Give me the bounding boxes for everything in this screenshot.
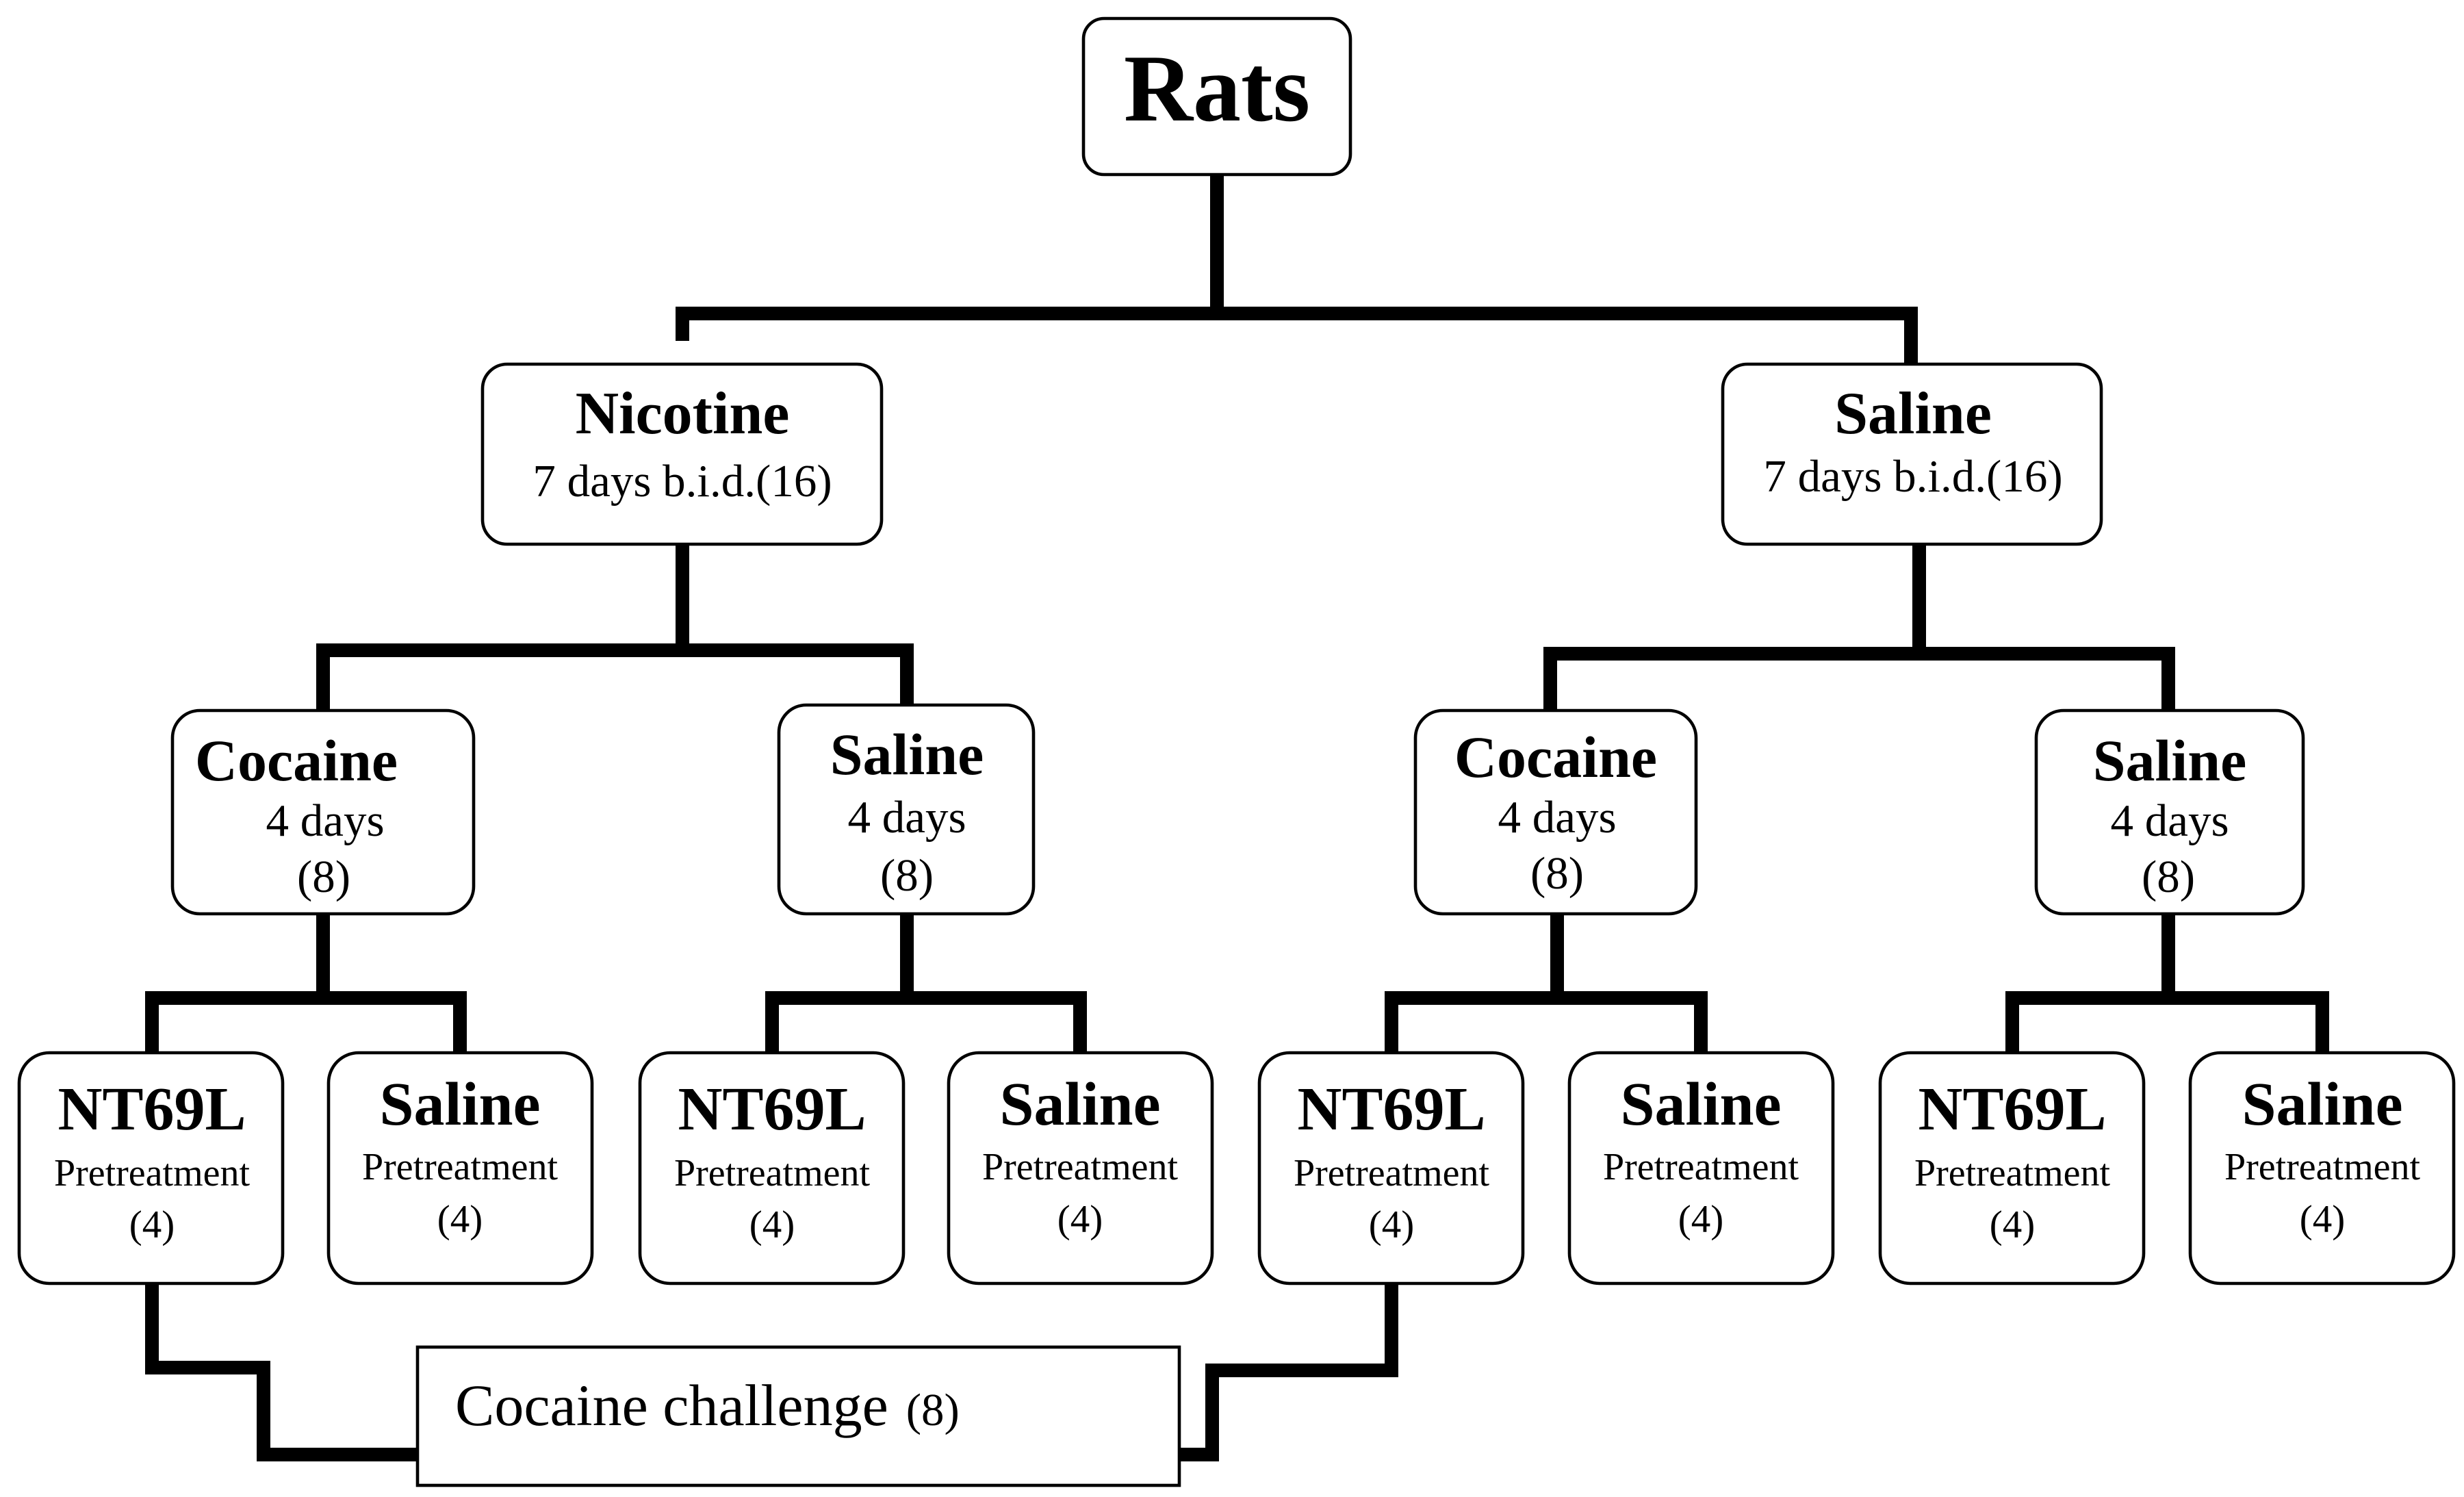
saline-main-subtitle: 7 days b.i.d.(16) <box>1763 451 2062 502</box>
l3-5-title: NT69L <box>1297 1075 1485 1143</box>
l3-3-sub: Pretreatment <box>674 1152 871 1194</box>
l3-4-n: (4) <box>1057 1198 1103 1241</box>
l2-4-title: Saline <box>2093 728 2247 793</box>
l3-node-3: NT69L Pretreatment (4) <box>638 1051 906 1285</box>
l2-3-n: (8) <box>1530 848 1584 899</box>
l3-6-title: Saline <box>1620 1071 1781 1138</box>
l3-1-sub: Pretreatment <box>54 1152 251 1194</box>
connector-saline-to-l2 <box>1543 647 2175 711</box>
l2-2-days: 4 days <box>847 792 966 843</box>
nicotine-node: Nicotine 7 days b.i.d.(16) <box>480 362 884 546</box>
connectors <box>145 175 2329 1461</box>
l3-4-title: Saline <box>999 1071 1160 1138</box>
l3-node-5: NT69L Pretreatment (4) <box>1257 1051 1525 1285</box>
l3-1-title: NT69L <box>57 1075 246 1143</box>
l3-7-n: (4) <box>1990 1203 2035 1246</box>
l3-node-8: Saline Pretreatment (4) <box>2188 1051 2456 1285</box>
l3-4-sub: Pretreatment <box>982 1146 1179 1188</box>
l2-3-days: 4 days <box>1498 792 1616 843</box>
l3-5-n: (4) <box>1369 1203 1414 1246</box>
l2-node-1: Cocaine 4 days (8) <box>170 708 476 916</box>
connector-nicotine-to-l2 <box>316 643 914 711</box>
l2-1-n: (8) <box>297 852 350 902</box>
connector-l2-3-to-l3 <box>1385 991 1708 1053</box>
l3-6-sub: Pretreatment <box>1603 1146 1799 1188</box>
connector-l2-4-to-l3 <box>2005 991 2329 1053</box>
connector-l2-2-to-l3 <box>765 991 1087 1053</box>
l3-5-sub: Pretreatment <box>1294 1152 1490 1194</box>
l2-1-days: 4 days <box>266 795 384 846</box>
l3-node-1: NT69L Pretreatment (4) <box>17 1051 285 1285</box>
l3-2-sub: Pretreatment <box>362 1146 559 1188</box>
connector-challenge-right <box>1179 1283 1398 1461</box>
l3-3-n: (4) <box>749 1203 795 1246</box>
l3-7-title: NT69L <box>1918 1075 2106 1143</box>
l3-7-sub: Pretreatment <box>1914 1152 2111 1194</box>
saline-main-title: Saline <box>1834 381 1992 447</box>
l3-1-n: (4) <box>129 1203 175 1246</box>
l2-node-4: Saline 4 days (8) <box>2034 708 2305 916</box>
connector-challenge-left <box>145 1283 418 1461</box>
nicotine-subtitle: 7 days b.i.d.(16) <box>532 456 832 507</box>
l3-2-n: (4) <box>437 1198 483 1241</box>
l2-node-2: Saline 4 days (8) <box>777 703 1036 916</box>
cocaine-challenge-text: Cocaine challenge (8) <box>455 1372 960 1438</box>
l2-4-n: (8) <box>2142 852 2195 902</box>
l2-3-title: Cocaine <box>1454 724 1657 790</box>
cocaine-challenge-label: Cocaine challenge <box>455 1372 888 1438</box>
root-label: Rats <box>1124 36 1310 142</box>
cocaine-challenge-n: (8) <box>906 1385 960 1435</box>
nicotine-title: Nicotine <box>576 381 790 447</box>
l3-3-title: NT69L <box>678 1075 866 1143</box>
l2-node-3: Cocaine 4 days (8) <box>1413 708 1698 916</box>
l3-node-4: Saline Pretreatment (4) <box>947 1051 1214 1285</box>
l3-2-title: Saline <box>379 1071 540 1138</box>
l3-node-2: Saline Pretreatment (4) <box>326 1051 594 1285</box>
l3-8-n: (4) <box>2300 1198 2345 1241</box>
connector-l2-1-to-l3 <box>145 991 467 1053</box>
l3-node-6: Saline Pretreatment (4) <box>1567 1051 1835 1285</box>
l3-node-7: NT69L Pretreatment (4) <box>1878 1051 2146 1285</box>
l2-1-title: Cocaine <box>195 728 398 793</box>
l2-2-n: (8) <box>880 850 934 901</box>
connector-root-to-l1 <box>676 307 1918 364</box>
root-node: Rats <box>1081 16 1352 177</box>
l3-8-sub: Pretreatment <box>2224 1146 2421 1188</box>
l3-8-title: Saline <box>2242 1071 2402 1138</box>
cocaine-challenge-node: Cocaine challenge (8) <box>415 1345 1181 1487</box>
l2-4-days: 4 days <box>2110 795 2229 846</box>
l2-2-title: Saline <box>830 721 984 787</box>
l3-6-n: (4) <box>1678 1198 1723 1241</box>
saline-main-node: Saline 7 days b.i.d.(16) <box>1721 362 2103 546</box>
